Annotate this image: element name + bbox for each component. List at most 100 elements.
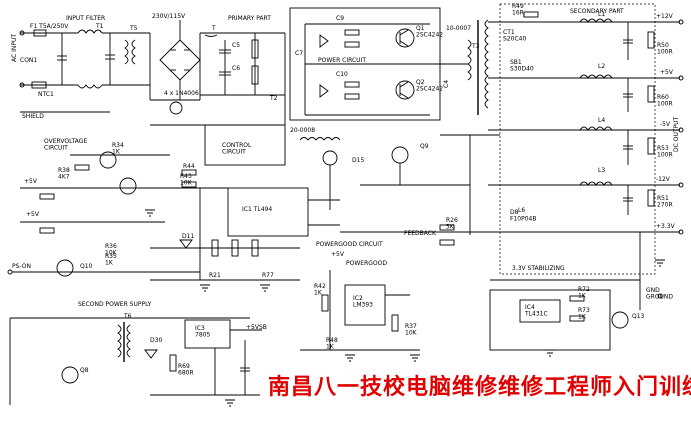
shield-label: SHIELD (22, 113, 44, 120)
d30-label: D30 (150, 337, 162, 344)
dc-output-terminals: +12V +5V -5V -12V +3.3V DC OUTPUT (656, 13, 684, 235)
t-label: T (211, 25, 216, 32)
voltage-select-label: 230V/115V (152, 13, 186, 20)
l4-label: L4 (598, 117, 605, 124)
powergood-out-label: POWERGOOD (346, 260, 387, 267)
ac-input-label: AC INPUT (11, 34, 18, 62)
primary-part-block: PRIMARY PART T C5 C6 T2 (150, 15, 286, 126)
out-5v-label: +5V (660, 69, 674, 76)
sv5b-label: +5VSB (246, 324, 267, 331)
main-transformer: 10-0007 T3 C4 (440, 19, 489, 115)
powergood-title: POWERGOOD CIRCUIT (316, 241, 383, 248)
input-filter-title: INPUT FILTER (66, 15, 105, 22)
out-m5v-label: -5V (660, 121, 671, 128)
l3-label: L3 (598, 167, 605, 174)
r21-label: R21 (209, 272, 221, 279)
c9-label: C9 (336, 15, 344, 22)
ic4-body (519, 299, 561, 323)
t1-label: T1 (95, 23, 104, 30)
input-filter-block: AC INPUT F1 T5A/250V CON1 NTC1 SHIELD IN… (11, 15, 200, 120)
pg-5v-label: +5V (331, 251, 345, 258)
hr-label: 10-0007 (446, 25, 471, 32)
q13-label: Q13 (632, 313, 645, 320)
l2-label: L2 (598, 63, 605, 70)
out-m12v-label: -12V (656, 176, 671, 183)
con1-label: CON1 (20, 57, 37, 64)
out-33v-label: +3.3V (656, 223, 676, 230)
t6-label: T6 (123, 313, 132, 320)
c5-label: C5 (232, 42, 240, 49)
q8-label: Q8 (80, 367, 89, 374)
t2-label: T2 (269, 95, 278, 102)
bridge-rectifier: 230V/115V 4 x 1N4006 (152, 13, 201, 115)
hr2-label: 20-0008 (290, 127, 315, 134)
dc-output-label: DC OUTPUT (673, 116, 680, 152)
ps-on-label: PS-ON (12, 263, 31, 270)
d11-label: D11 (182, 233, 194, 240)
caption-text: 南昌八一技校电脑维修维修工程师入门训练 (268, 374, 691, 400)
stabilizing-title: 3.3V STABILIZING (512, 265, 565, 272)
l6-label: L6 (518, 207, 525, 214)
ic1-body (227, 187, 309, 237)
c10-label: C10 (336, 71, 348, 78)
r77-label: R77 (262, 272, 274, 279)
out-12v-label: +12V (656, 13, 674, 20)
bridge-label: 4 x 1N4006 (164, 90, 199, 97)
fuse-label: F1 T5A/250V (30, 23, 69, 30)
second-power-supply-title: SECOND POWER SUPPLY (78, 301, 152, 308)
q10-label: Q10 (80, 263, 93, 270)
ntc1-label: NTC1 (38, 91, 54, 98)
c6-label: C6 (232, 65, 240, 72)
c-c1: C4 (443, 80, 450, 88)
ps-on-block: PS-ON Q10 (7, 259, 200, 277)
power-circuit-title: POWER CIRCUIT (318, 57, 366, 64)
ic2-body (344, 284, 386, 326)
c7-label: C7 (295, 50, 303, 57)
p5v-label-a: +5V (24, 178, 38, 185)
l1-label: L1 (598, 11, 605, 18)
t3-label: T3 (471, 43, 480, 50)
q9-label: Q9 (420, 143, 429, 150)
ic3-body (184, 319, 231, 349)
d15-label: D15 (352, 157, 364, 164)
primary-part-title: PRIMARY PART (228, 15, 271, 22)
r44-label: R44 (183, 163, 195, 170)
ic1-label: IC1 TL494 (242, 206, 272, 213)
